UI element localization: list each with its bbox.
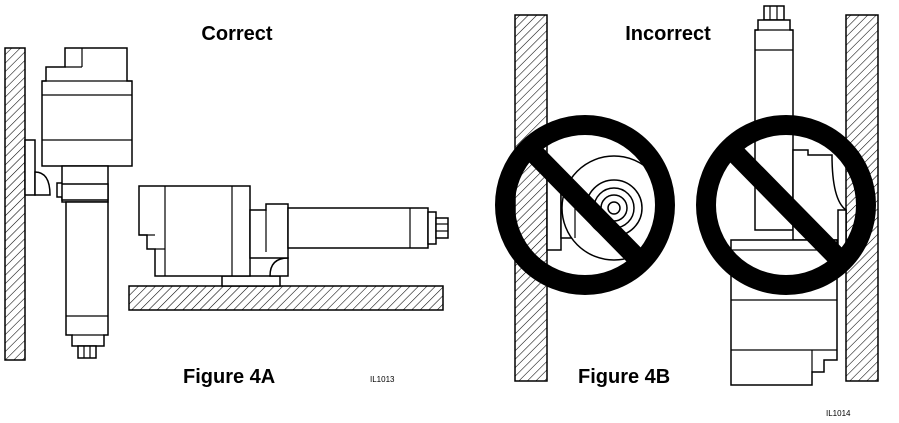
vertical-actuator-correct (24, 47, 133, 359)
end-view-actuator (546, 155, 667, 261)
floor-plate (128, 285, 444, 311)
horizontal-actuator-correct (138, 185, 449, 287)
figure-4b-caption: Figure 4B (578, 366, 670, 388)
figure-4a-caption: Figure 4A (183, 366, 275, 388)
page-code: IL1014 (826, 409, 851, 418)
figure-4a-heading: Correct (201, 23, 272, 45)
figure-4a-code: IL1013 (370, 375, 395, 384)
prohibited-sign-icon (696, 115, 876, 295)
figure-4a-panel: Correct Figure 4A IL1013 (4, 23, 449, 388)
left-wall (4, 47, 26, 361)
figure-4b-panel: Incorrect Figure 4B (495, 5, 879, 388)
figure-4b-heading: Incorrect (625, 23, 711, 45)
prohibited-sign-icon (495, 115, 675, 295)
incorrect-left-wall (514, 14, 548, 382)
